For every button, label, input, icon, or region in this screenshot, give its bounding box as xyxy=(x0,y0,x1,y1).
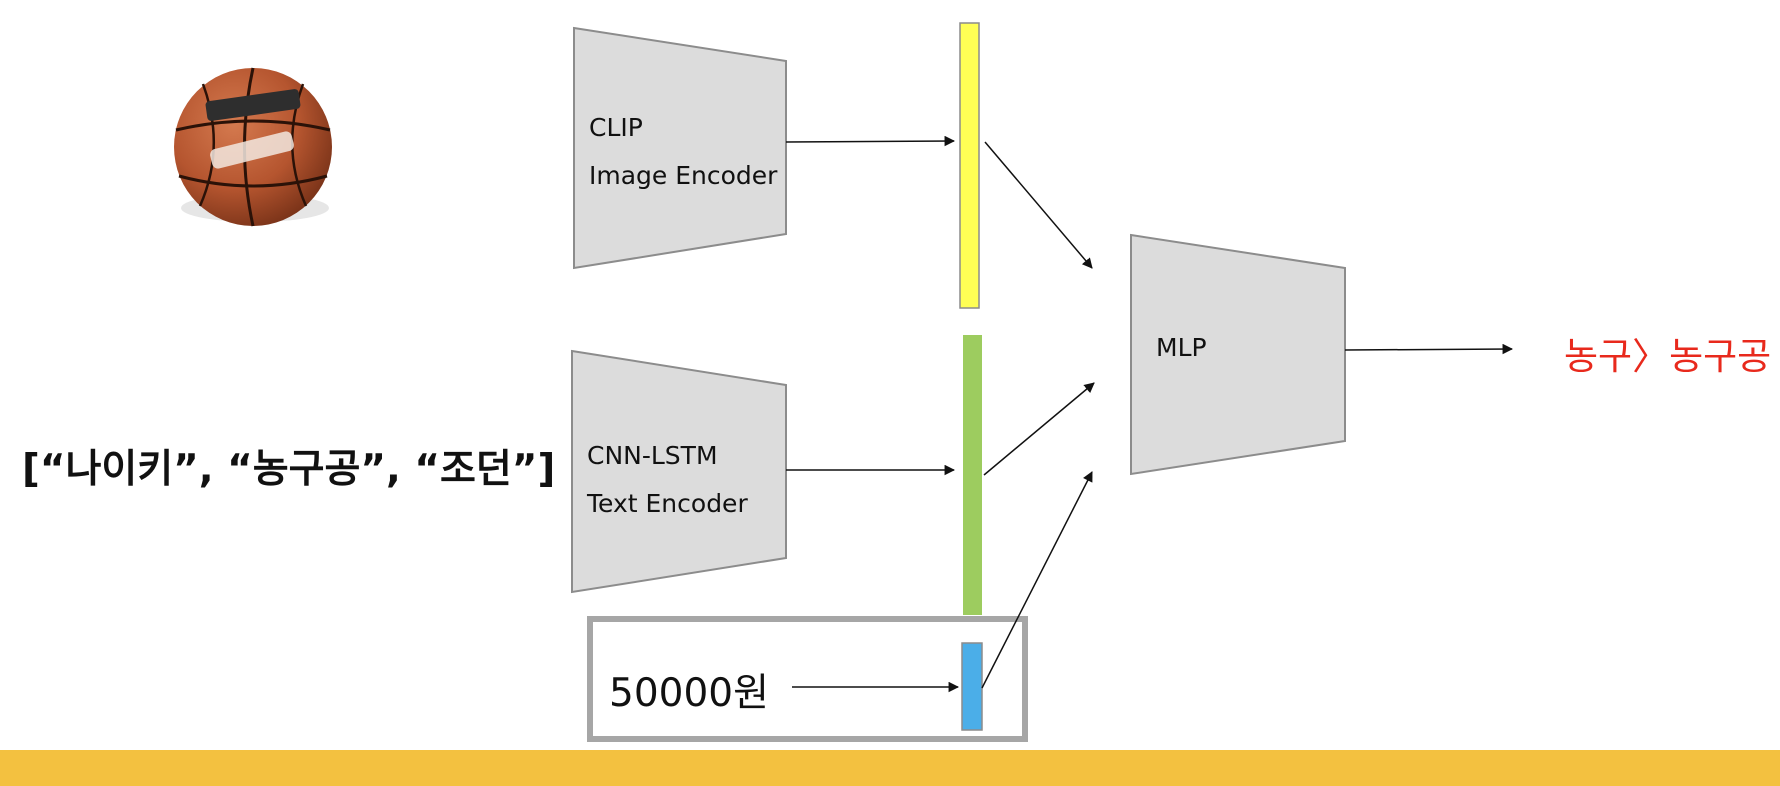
text-encoder-name: CNN-LSTM xyxy=(587,441,718,470)
arrow-text-embedding-to-mlp xyxy=(983,382,1095,476)
image-embedding-bar xyxy=(959,22,980,309)
price-input-text: 50000원 xyxy=(609,671,769,716)
output-category-text: 농구〉농구공 xyxy=(1564,335,1772,378)
image-encoder-block xyxy=(573,26,787,270)
text-encoder-type: Text Encoder xyxy=(587,489,748,518)
arrow-image-embedding-to-mlp xyxy=(984,141,1093,269)
text-embedding-bar xyxy=(963,335,982,615)
image-encoder-name: CLIP xyxy=(589,113,643,142)
text-encoder-label: CNN-LSTM Text Encoder xyxy=(587,432,748,528)
image-encoder-label: CLIP Image Encoder xyxy=(589,104,777,200)
bottom-accent-bar xyxy=(0,750,1780,786)
mlp-block xyxy=(1130,233,1346,476)
arrow-mlp-to-output xyxy=(1344,343,1514,355)
keywords-input-text: [“나이키”, “농구공”, “조던”] xyxy=(22,447,556,492)
text-encoder-block xyxy=(571,349,787,594)
price-input-box xyxy=(587,616,1028,742)
basketball-image xyxy=(174,67,332,227)
image-encoder-type: Image Encoder xyxy=(589,161,778,190)
mlp-label: MLP xyxy=(1156,333,1207,362)
arrow-price-embedding-to-mlp xyxy=(981,471,1093,689)
arrow-image-to-embedding xyxy=(785,135,956,147)
price-embedding-bar xyxy=(961,642,983,731)
